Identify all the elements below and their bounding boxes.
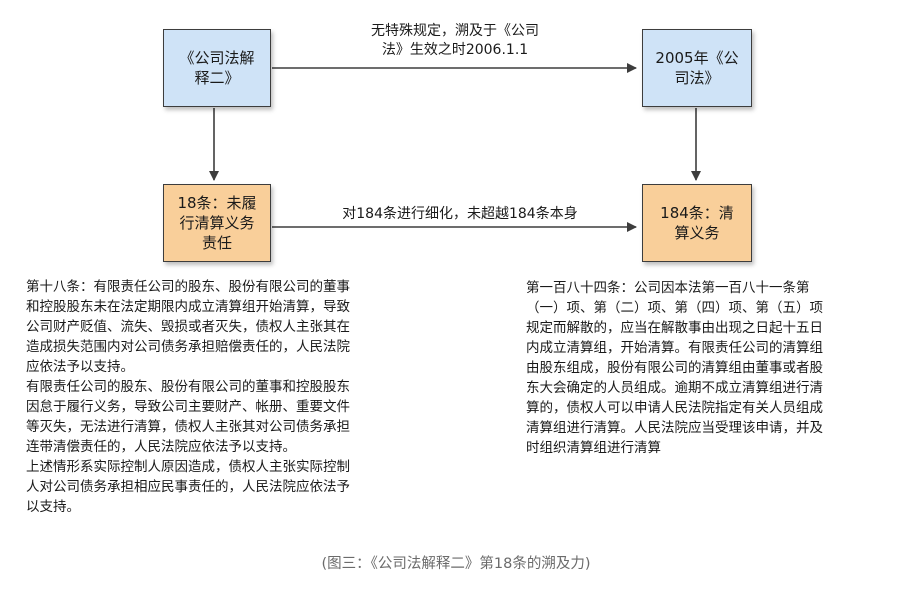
text-article-18-line: 上述情形系实际控制人原因造成，债权人主张实际控制 xyxy=(26,459,350,475)
node-interp2: 《公司法解 释二》 xyxy=(163,29,271,107)
node-art18: 18条：未履 行清算义务 责任 xyxy=(163,184,271,262)
text-article-18: 第十八条：有限责任公司的股东、股份有限公司的董事 和控股股东未在法定期限内成立清… xyxy=(26,277,350,517)
text-article-18-line: 造成损失范围内对公司债务承担赔偿责任的，人民法院 xyxy=(26,339,350,355)
text-article-184-line: （一）项、第（二）项、第（四）项、第（五）项 xyxy=(526,300,823,316)
text-article-18-line: 应依法予以支持。 xyxy=(26,359,134,375)
text-article-184: 第一百八十四条：公司因本法第一百八十一条第 （一）项、第（二）项、第（四）项、第… xyxy=(526,278,823,458)
text-article-184-line: 清算组进行清算。人民法院应当受理该申请，并及 xyxy=(526,420,823,436)
text-article-184-line: 第一百八十四条：公司因本法第一百八十一条第 xyxy=(526,280,810,296)
node-interp2-line-1: 《公司法解 xyxy=(179,49,255,67)
edge-label-top-line-2: 法》生效之时2006.1.1 xyxy=(381,42,529,58)
edge-label-bottom: 对184条进行细化，未超越184条本身 xyxy=(300,205,620,224)
node-art184: 184条：清 算义务 xyxy=(642,184,752,262)
text-article-18-line: 等灭失，无法进行清算，债权人主张其对公司债务承担 xyxy=(26,419,350,435)
edge-label-top-line-1: 无特殊规定，溯及于《公司 xyxy=(371,23,539,39)
text-article-18-line: 第十八条：有限责任公司的股东、股份有限公司的董事 xyxy=(26,279,350,295)
text-article-18-line: 以支持。 xyxy=(26,499,80,515)
node-art18-line-3: 责任 xyxy=(201,234,232,252)
node-interp2-line-2: 释二》 xyxy=(194,69,240,87)
node-law2005: 2005年《公 司法》 xyxy=(642,29,752,107)
node-art18-line-2: 行清算义务 xyxy=(179,214,255,232)
node-art184-line-1: 184条：清 xyxy=(660,204,734,222)
text-article-18-line: 连带清偿责任的，人民法院应依法予以支持。 xyxy=(26,439,296,455)
text-article-184-line: 算的，债权人可以申请人民法院指定有关人员组成 xyxy=(526,400,823,416)
text-article-18-line: 有限责任公司的股东、股份有限公司的董事和控股股东 xyxy=(26,379,350,395)
edge-label-bottom-line-1: 对184条进行细化，未超越184条本身 xyxy=(342,206,578,222)
figure-caption: (图三：《公司法解释二》第18条的溯及力) xyxy=(321,556,591,572)
node-art184-line-2: 算义务 xyxy=(674,224,720,242)
text-article-184-line: 内成立清算组，开始清算。有限责任公司的清算组 xyxy=(526,340,823,356)
text-article-184-line: 由股东组成，股份有限公司的清算组由董事或者股 xyxy=(526,360,823,376)
node-law2005-line-2: 司法》 xyxy=(674,69,720,87)
text-article-184-line: 规定而解散的，应当在解散事由出现之日起十五日 xyxy=(526,320,823,336)
edge-label-top: 无特殊规定，溯及于《公司 法》生效之时2006.1.1 xyxy=(330,22,580,60)
node-art18-line-1: 18条：未履 xyxy=(177,194,257,212)
text-article-18-line: 和控股股东未在法定期限内成立清算组开始清算，导致 xyxy=(26,299,350,315)
text-article-184-line: 东大会确定的人员组成。逾期不成立清算组进行清 xyxy=(526,380,823,396)
text-article-18-line: 因怠于履行义务，导致公司主要财产、帐册、重要文件 xyxy=(26,399,350,415)
node-law2005-line-1: 2005年《公 xyxy=(655,49,739,67)
text-article-18-line: 公司财产贬值、流失、毁损或者灭失，债权人主张其在 xyxy=(26,319,350,335)
text-article-18-line: 人对公司债务承担相应民事责任的，人民法院应依法予 xyxy=(26,479,350,495)
text-article-184-line: 时组织清算组进行清算 xyxy=(526,440,661,456)
